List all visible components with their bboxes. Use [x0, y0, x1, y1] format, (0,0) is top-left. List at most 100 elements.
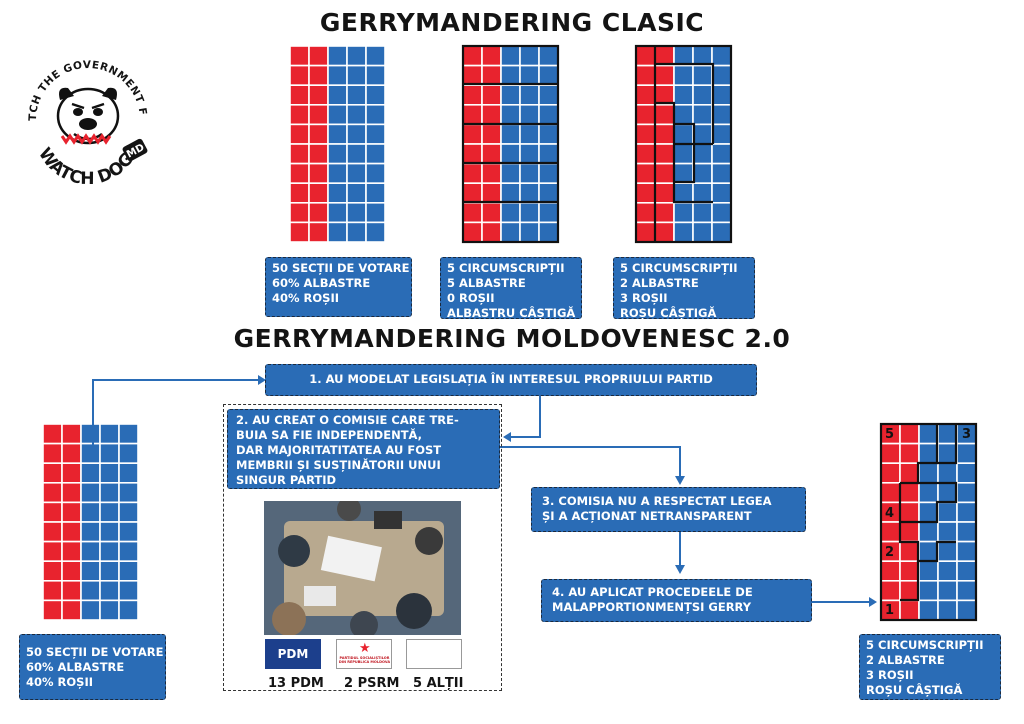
- red-voting-section: [654, 221, 675, 243]
- red-voting-section: [42, 481, 63, 504]
- red-voting-section: [61, 442, 82, 465]
- red-voting-section: [899, 579, 920, 602]
- district-label: 1: [885, 603, 894, 618]
- blue-voting-section: [519, 221, 540, 243]
- box-line: ROȘU CÂȘTIGĂ: [620, 306, 717, 320]
- blue-voting-section: [937, 560, 958, 582]
- red-voting-section: [42, 442, 63, 465]
- step-3: 3. COMISIA NU A RESPECTAT LEGEA ȘI A ACȚ…: [531, 487, 806, 532]
- blue-voting-section: [346, 84, 367, 106]
- red-voting-section: [654, 123, 675, 145]
- right-summary-box: 5 CIRCUMSCRIPȚII 2 ALBASTRE 3 ROȘII ROȘU…: [859, 634, 1001, 700]
- step-2: 2. AU CREAT O COMISIE CARE TRE- BUIA SA …: [227, 409, 500, 489]
- blue-voting-section: [918, 521, 939, 543]
- blue-voting-section: [346, 182, 367, 204]
- blue-voting-section: [918, 481, 939, 504]
- red-voting-section: [654, 64, 675, 86]
- blue-voting-section: [538, 104, 559, 126]
- blue-voting-section: [365, 143, 386, 165]
- blue-voting-section: [692, 104, 713, 126]
- blue-voting-section: [80, 560, 101, 582]
- box-line: ROȘU CÂȘTIGĂ: [866, 683, 963, 697]
- box-line: 2 ALBASTRE: [620, 276, 699, 290]
- blue-voting-section: [538, 221, 559, 243]
- blue-voting-section: [327, 143, 348, 165]
- red-voting-section: [481, 123, 502, 145]
- blue-voting-section: [918, 540, 939, 562]
- box-line: ALBASTRU CÂȘTIGĂ: [447, 306, 576, 320]
- blue-voting-section: [918, 579, 939, 602]
- blue-voting-section: [500, 123, 521, 145]
- blue-voting-section: [519, 162, 540, 185]
- blue-voting-section: [692, 202, 713, 224]
- red-voting-section: [308, 182, 329, 204]
- blue-voting-section: [118, 442, 139, 465]
- step-line: SINGUR PARTID: [236, 473, 337, 487]
- party-logo-psrm: ★ PARTIDUL SOCIALIȘTILOR DIN REPUBLICA M…: [336, 639, 392, 669]
- box-line: 5 CIRCUMSCRIPȚII: [447, 261, 565, 275]
- blue-voting-section: [80, 521, 101, 543]
- blue-voting-section: [918, 462, 939, 484]
- blue-voting-section: [918, 599, 939, 621]
- blue-voting-section: [538, 143, 559, 165]
- blue-voting-section: [937, 442, 958, 465]
- blue-voting-section: [711, 162, 732, 185]
- blue-voting-section: [99, 540, 120, 562]
- blue-voting-section: [538, 162, 559, 185]
- red-voting-section: [899, 442, 920, 465]
- red-voting-section: [481, 162, 502, 185]
- red-voting-section: [880, 481, 901, 504]
- blue-voting-section: [519, 182, 540, 204]
- blue-voting-section: [711, 64, 732, 86]
- blue-voting-section: [956, 579, 977, 602]
- blue-voting-section: [711, 202, 732, 224]
- blue-voting-section: [327, 45, 348, 67]
- red-voting-section: [899, 599, 920, 621]
- bulldog-icon: [56, 87, 120, 145]
- step-1: 1. AU MODELAT LEGISLAȚIA ÎN INTERESUL PR…: [265, 364, 757, 396]
- districts-moldova-red-wins: [879, 422, 978, 622]
- blue-voting-section: [937, 481, 958, 504]
- blue-voting-section: [519, 84, 540, 106]
- blue-voting-section: [956, 560, 977, 582]
- box-line: 5 CIRCUMSCRIPȚII: [620, 261, 738, 275]
- pdm-logo-text: PDM: [277, 647, 309, 661]
- box-line: 50 SECȚII DE VOTARE: [26, 645, 164, 659]
- watchdog-logo: WE WATCH THE GOVERNMENT FOR YOU WATCH DO…: [16, 38, 148, 188]
- red-voting-section: [481, 221, 502, 243]
- red-voting-section: [880, 579, 901, 602]
- blue-voting-section: [365, 84, 386, 106]
- red-voting-section: [42, 423, 63, 445]
- grid-classic-initial: [289, 45, 386, 243]
- blue-voting-section: [937, 521, 958, 543]
- district-label: 4: [885, 506, 894, 521]
- blue-voting-section: [327, 123, 348, 145]
- blue-voting-section: [80, 501, 101, 523]
- red-voting-section: [635, 84, 656, 106]
- red-voting-section: [42, 599, 63, 621]
- red-voting-section: [635, 123, 656, 145]
- blue-voting-section: [99, 462, 120, 484]
- red-voting-section: [481, 45, 502, 67]
- district-label: 5: [885, 427, 894, 442]
- box-line: 50 SECȚII DE VOTARE: [272, 261, 410, 275]
- blue-voting-section: [711, 45, 732, 67]
- blue-voting-section: [673, 104, 694, 126]
- red-voting-section: [289, 84, 310, 106]
- blue-voting-section: [956, 462, 977, 484]
- blue-voting-section: [99, 521, 120, 543]
- blue-voting-section: [519, 143, 540, 165]
- red-voting-section: [61, 521, 82, 543]
- blue-voting-section: [956, 540, 977, 562]
- step-line: 1. AU MODELAT LEGISLAȚIA ÎN INTERESUL PR…: [309, 372, 713, 386]
- blue-voting-section: [500, 202, 521, 224]
- step-line: MEMBRII ȘI SUSȚINĂTORII UNUI: [236, 458, 441, 472]
- classic-box-3: 5 CIRCUMSCRIPȚII 2 ALBASTRE 3 ROȘII ROȘU…: [613, 257, 755, 320]
- red-voting-section: [899, 423, 920, 445]
- red-voting-section: [635, 202, 656, 224]
- left-summary-box: 50 SECȚII DE VOTARE 60% ALBASTRE 40% ROȘ…: [19, 634, 166, 700]
- blue-voting-section: [937, 579, 958, 602]
- blue-voting-section: [519, 45, 540, 67]
- box-line: 5 CIRCUMSCRIPȚII: [866, 638, 984, 652]
